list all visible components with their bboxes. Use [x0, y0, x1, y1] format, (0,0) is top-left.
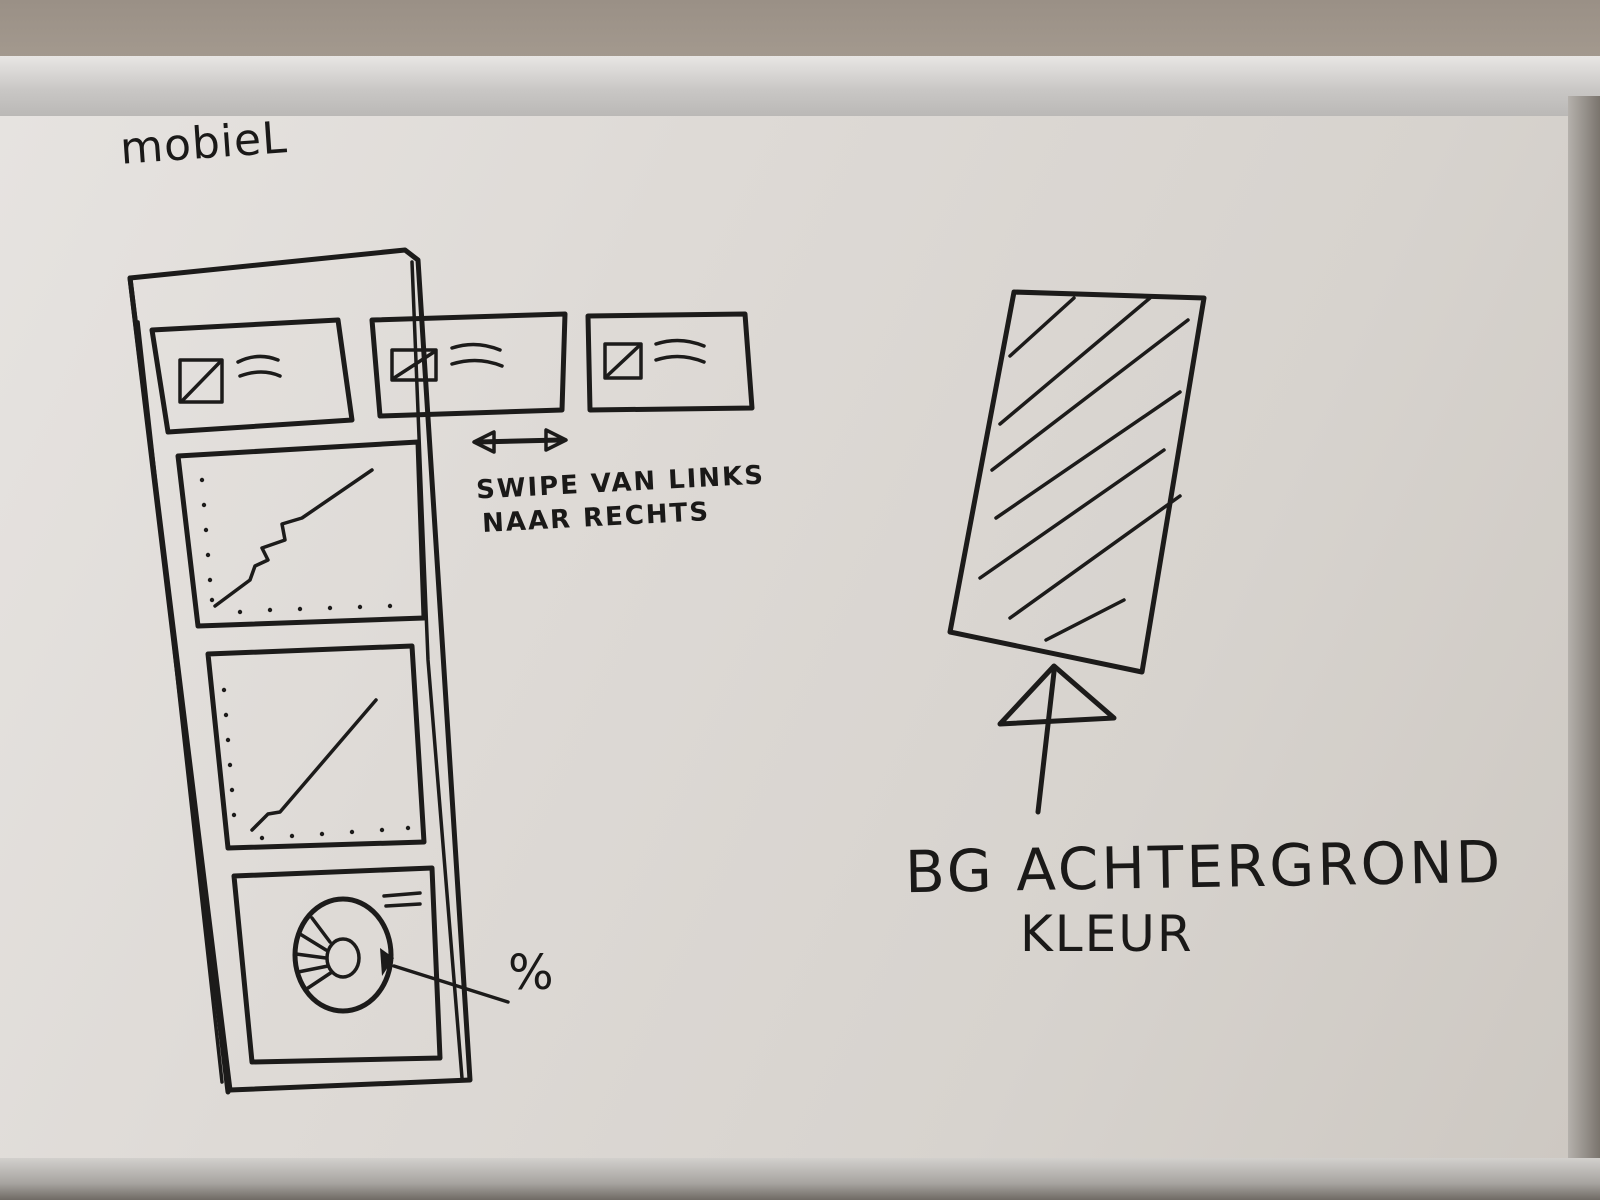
chart-axis-dots: [199, 477, 393, 615]
donut-chart-card: [231, 865, 510, 1065]
chart-axis-dots: [221, 687, 411, 841]
image-placeholder-icon: [178, 358, 224, 404]
background-color-panel: [947, 289, 1207, 675]
text-lines-icon: [450, 342, 504, 368]
swipe-card-1: [149, 317, 355, 435]
donut-chart-icon: [292, 896, 394, 1014]
bg-note-line1: BG ACHTERGROND: [904, 827, 1504, 907]
image-placeholder-icon: [603, 342, 643, 380]
text-lines-icon: [654, 338, 706, 364]
whiteboard-surface: [0, 116, 1575, 1166]
bg-note-line2: KLEUR: [1020, 905, 1194, 963]
text-lines-icon: [236, 354, 282, 378]
double-arrow-icon: [472, 428, 568, 454]
whiteboard-bottom-frame: [0, 1158, 1600, 1200]
image-placeholder-icon: [390, 348, 438, 382]
whiteboard-right-frame: [1568, 96, 1600, 1176]
swipe-card-2: [369, 311, 568, 419]
swipe-card-3: [585, 311, 755, 413]
percent-label: %: [508, 945, 554, 1001]
line-chart-card-2: [205, 643, 427, 851]
line-chart-card-1: [175, 439, 427, 629]
pointer-arrow: [997, 663, 1117, 815]
percent-pointer: [392, 964, 510, 1004]
phone-outline: [127, 247, 473, 1095]
text-lines-icon: [382, 891, 422, 908]
